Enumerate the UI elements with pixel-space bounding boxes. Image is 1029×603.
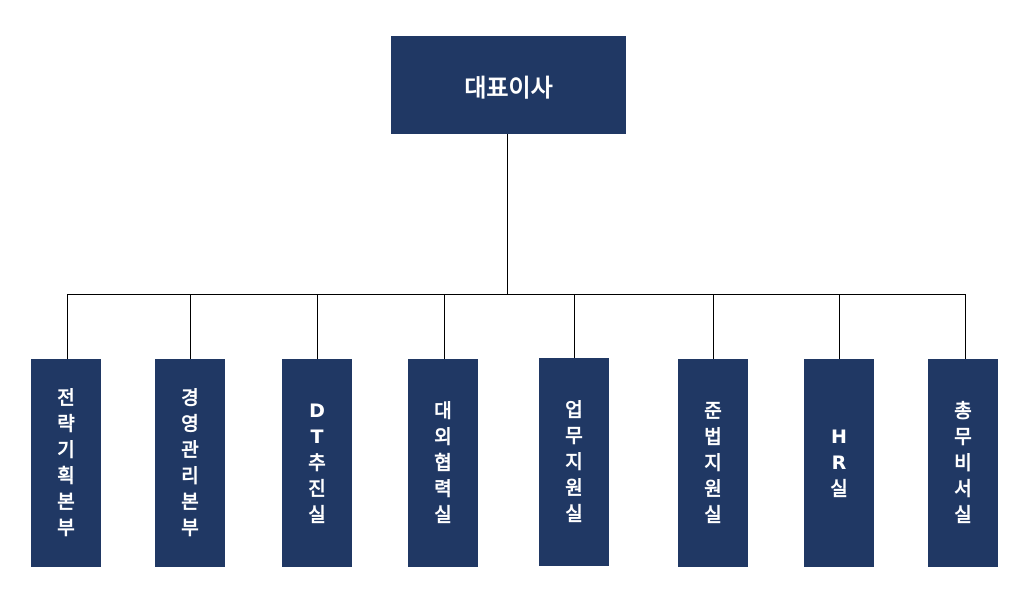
horizontal-bus-line <box>67 294 966 295</box>
dept-label: 총 무 비 서 실 <box>954 400 972 526</box>
dept-label: 전 략 기 획 본 부 <box>57 387 75 539</box>
drop-line-1 <box>67 294 68 359</box>
dept-label: 경 영 관 리 본 부 <box>181 387 199 539</box>
dept-label: 준 법 지 원 실 <box>704 400 722 526</box>
dept-box-dt-promotion: D T 추 진 실 <box>282 359 352 567</box>
drop-line-8 <box>965 294 966 359</box>
dept-box-strategy-planning: 전 략 기 획 본 부 <box>31 359 101 567</box>
drop-line-4 <box>444 294 445 359</box>
ceo-box: 대표이사 <box>391 36 626 134</box>
dept-box-external-relations: 대 외 협 력 실 <box>408 359 478 567</box>
drop-line-3 <box>317 294 318 359</box>
dept-box-management: 경 영 관 리 본 부 <box>155 359 225 567</box>
drop-line-6 <box>713 294 714 359</box>
dept-label: D T 추 진 실 <box>308 400 326 526</box>
dept-label: 업 무 지 원 실 <box>565 399 583 525</box>
drop-line-2 <box>190 294 191 359</box>
drop-line-7 <box>839 294 840 359</box>
dept-label: H R 실 <box>830 426 848 500</box>
dept-label: 대 외 협 력 실 <box>434 400 452 526</box>
dept-box-compliance-support: 준 법 지 원 실 <box>678 359 748 567</box>
root-connector-line <box>507 134 508 295</box>
ceo-label: 대표이사 <box>464 73 553 102</box>
drop-line-5 <box>574 294 575 358</box>
dept-box-hr: H R 실 <box>804 359 874 567</box>
dept-box-business-support: 업 무 지 원 실 <box>539 358 609 566</box>
dept-box-general-affairs-secretariat: 총 무 비 서 실 <box>928 359 998 567</box>
